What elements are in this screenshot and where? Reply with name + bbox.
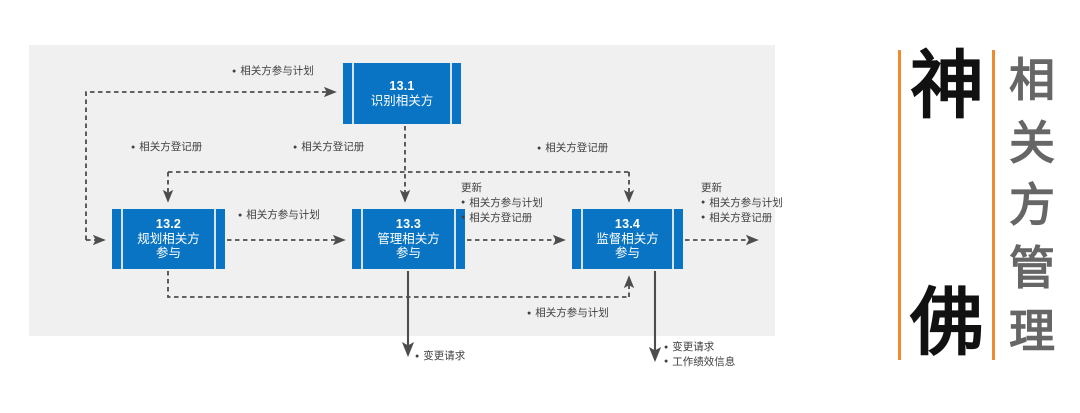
flow-label-register-mid: 相关方登记册 — [293, 140, 364, 155]
update-heading: 更新 — [701, 182, 722, 194]
update-item: 相关方登记册 — [701, 211, 783, 226]
output-item: 变更请求 — [664, 340, 735, 355]
title-char-2: 关 — [1009, 115, 1055, 170]
process-name-line1: 管理相关方 — [377, 231, 440, 246]
process-name-line2: 参与 — [155, 246, 181, 261]
process-number: 13.2 — [155, 216, 182, 231]
process-name-line2: 参与 — [395, 246, 421, 261]
flow-label-register-right: 相关方登记册 — [537, 141, 608, 156]
box-rail-right — [450, 63, 452, 124]
brand-char-2: 佛 — [910, 280, 984, 367]
flow-label-to-131: 相关方参与计划 — [232, 64, 314, 79]
process-name-line1: 监督相关方 — [596, 231, 659, 246]
wire-bottom-bus — [167, 271, 629, 298]
process-box-13-2[interactable]: 13.2 规划相关方 参与 — [112, 209, 225, 269]
accent-rule-left — [898, 50, 901, 360]
process-number: 13.3 — [395, 216, 422, 231]
process-box-13-1[interactable]: 13.1 识别相关方 — [343, 63, 461, 124]
brand-char-1: 神 — [910, 43, 984, 129]
box-rail-left — [581, 209, 583, 269]
update-item: 相关方参与计划 — [701, 196, 783, 211]
update-item: 相关方参与计划 — [461, 196, 543, 211]
process-name-line1: 规划相关方 — [137, 231, 200, 246]
flow-label-plan-bottom: 相关方参与计划 — [527, 306, 609, 321]
box-rail-right — [214, 209, 216, 269]
update-heading: 更新 — [461, 182, 482, 194]
flow-label-plan-132-133: 相关方参与计划 — [238, 208, 320, 223]
update-item: 相关方登记册 — [461, 211, 543, 226]
section-title-vertical-text: 相 关 方 管 理 — [1002, 53, 1062, 358]
box-rail-right — [454, 209, 456, 269]
box-rail-left — [361, 209, 363, 269]
process-name-line2: 参与 — [614, 246, 640, 261]
box-rail-right — [672, 209, 674, 269]
title-char-1: 相 — [1009, 53, 1055, 107]
accent-rule-right — [992, 50, 995, 360]
process-number: 13.1 — [389, 78, 415, 93]
flow-label-change-request-133: 变更请求 — [415, 349, 465, 364]
process-box-13-4[interactable]: 13.4 监督相关方 参与 — [572, 209, 683, 269]
flow-label-register-left: 相关方登记册 — [131, 140, 202, 155]
process-number: 13.4 — [614, 216, 641, 231]
box-rail-left — [121, 209, 123, 269]
output-item: 工作绩效信息 — [664, 355, 735, 370]
flow-label-update-right: 更新 相关方参与计划 相关方登记册 — [701, 181, 783, 226]
title-char-5: 理 — [1009, 303, 1055, 358]
title-char-3: 方 — [1009, 178, 1055, 233]
title-char-4: 管 — [1009, 241, 1055, 296]
process-box-13-3[interactable]: 13.3 管理相关方 参与 — [352, 209, 465, 269]
box-rail-left — [352, 63, 354, 124]
flow-label-update-mid: 更新 相关方参与计划 相关方登记册 — [461, 181, 543, 226]
brand-vertical-text: 神 佛 — [906, 43, 988, 367]
process-name: 识别相关方 — [370, 93, 434, 108]
sidebar-title-panel: 神 佛 相 关 方 管 理 — [880, 43, 1065, 367]
flow-label-outputs-134: 变更请求 工作绩效信息 — [664, 340, 735, 370]
wire-loop-to-131 — [85, 86, 337, 240]
